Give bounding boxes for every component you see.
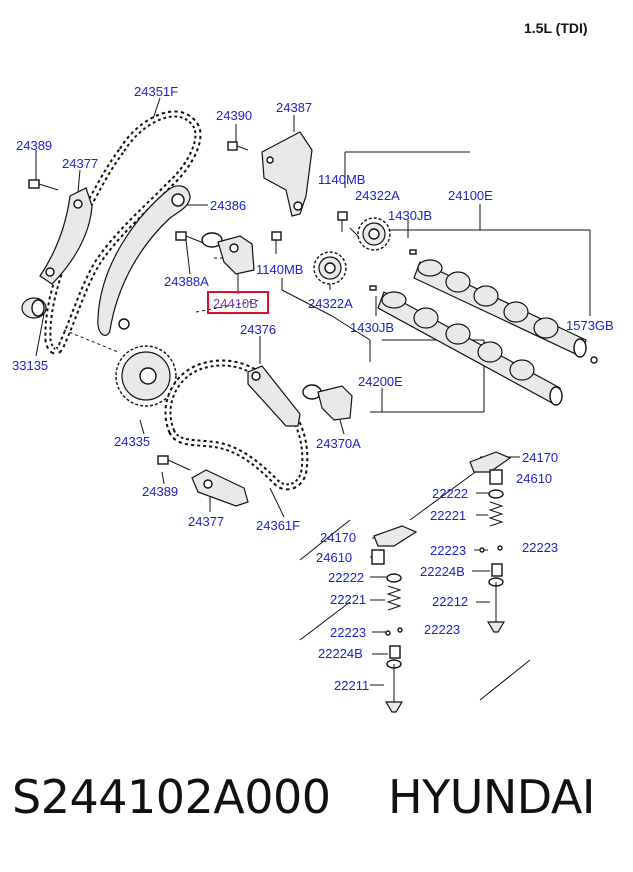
label-24322A-upper: 24322A <box>355 188 400 203</box>
label-1430JB-upper: 1430JB <box>388 208 432 223</box>
label-22223-right-b: 22223 <box>522 540 558 555</box>
label-24361F: 24361F <box>256 518 300 533</box>
label-24610-left: 24610 <box>316 550 352 565</box>
bracket-24387 <box>261 131 313 217</box>
crankshaft-sprocket-24335 <box>115 345 177 407</box>
tensioner-arm-24377-lower <box>191 469 249 507</box>
label-22224B-right: 22224B <box>420 564 465 579</box>
label-22223-left-b: 22223 <box>424 622 460 637</box>
bolts <box>28 141 348 471</box>
footer: S244102A000 HYUNDAI <box>0 770 633 840</box>
label-24610-right: 24610 <box>516 471 552 486</box>
lower-timing-chain <box>164 359 309 491</box>
engine-spec-label: 1.5L (TDI) <box>524 20 588 36</box>
label-24100E: 24100E <box>448 188 493 203</box>
part-number: S244102A000 <box>12 770 331 824</box>
label-24322A-lower: 24322A <box>308 296 353 311</box>
label-22222-left: 22222 <box>328 570 364 585</box>
chain-tensioner-24370A <box>302 384 353 421</box>
tensioner-arm-24377-upper <box>39 187 93 285</box>
label-1140MB-left: 1140MB <box>256 262 303 277</box>
label-1140MB-right: 1140MB <box>318 172 365 187</box>
label-24410B-highlighted: 24410B <box>213 296 258 311</box>
label-22224B-left: 22224B <box>318 646 363 661</box>
label-24376: 24376 <box>240 322 276 337</box>
washer-33135 <box>21 297 47 319</box>
label-24170-right: 24170 <box>522 450 558 465</box>
chain-tensioner-24410B <box>201 232 255 275</box>
camshaft-24100E <box>409 249 598 364</box>
label-22211: 22211 <box>334 678 369 693</box>
label-22222-right: 22222 <box>432 486 468 501</box>
label-24386: 24386 <box>210 198 246 213</box>
part-labels: 24351F 24390 24387 24389 24377 24386 114… <box>12 84 614 693</box>
timing-chain-diagram: 1.5L (TDI) <box>12 20 614 713</box>
label-22223-right-a: 22223 <box>430 543 466 558</box>
camshaft-sprocket-upper <box>357 217 391 251</box>
label-1573GB: 1573GB <box>566 318 614 333</box>
label-24389-upper: 24389 <box>16 138 52 153</box>
label-22221-right: 22221 <box>430 508 466 523</box>
label-24370A: 24370A <box>316 436 361 451</box>
label-22223-left-a: 22223 <box>330 625 366 640</box>
label-24389-lower: 24389 <box>142 484 178 499</box>
label-22221-left: 22221 <box>330 592 366 607</box>
label-24388A: 24388A <box>164 274 209 289</box>
label-1430JB-lower: 1430JB <box>350 320 394 335</box>
label-24377-lower: 24377 <box>188 514 224 529</box>
chain-guide-24386 <box>97 185 191 336</box>
highlight-box-24410B <box>207 291 269 314</box>
label-33135: 33135 <box>12 358 48 373</box>
label-24377-upper: 24377 <box>62 156 98 171</box>
label-24351F: 24351F <box>134 84 178 99</box>
label-24200E: 24200E <box>358 374 403 389</box>
camshaft-24200E <box>369 285 563 406</box>
label-24170-left: 24170 <box>320 530 356 545</box>
chain-guide-24376 <box>247 365 301 427</box>
valve-train-right <box>469 451 512 633</box>
label-24335: 24335 <box>114 434 150 449</box>
label-24390: 24390 <box>216 108 252 123</box>
valve-train-left <box>371 525 418 713</box>
camshaft-sprocket-lower <box>313 251 347 285</box>
label-24387: 24387 <box>276 100 312 115</box>
label-22212: 22212 <box>432 594 468 609</box>
brand-name: HYUNDAI <box>388 770 595 824</box>
